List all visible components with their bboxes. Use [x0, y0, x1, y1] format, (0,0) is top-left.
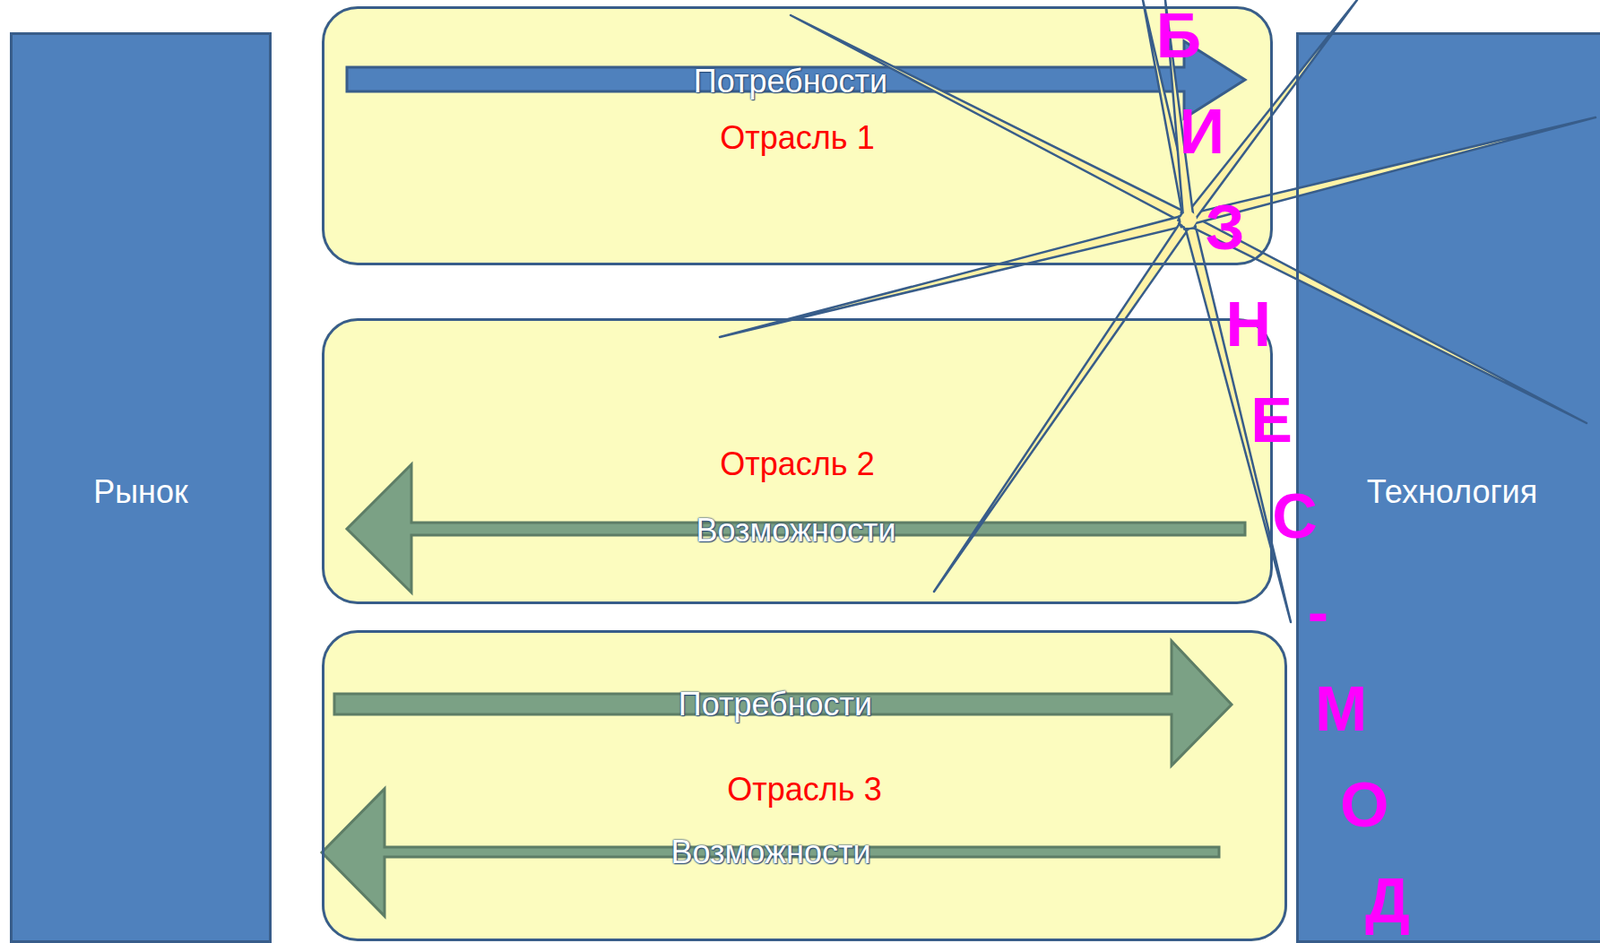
node-fill [321, 6, 1273, 266]
industry-box: Отрасль 3 [321, 630, 1288, 942]
industry-box: Отрасль 1 [321, 6, 1273, 266]
business-model-letter: М [1314, 677, 1367, 741]
star-ray [1181, 209, 1291, 623]
node-label: Отрасль 3 [324, 769, 1285, 809]
business-model-letter: И [1179, 100, 1225, 164]
needs-arrow [346, 41, 1246, 119]
star-center [1180, 211, 1197, 228]
node-fill [321, 630, 1288, 942]
business-model-letter: С [1271, 484, 1318, 548]
star-ray [1165, 0, 1195, 230]
business-model-letter: Д [1365, 869, 1410, 933]
business-model-letter: - [1307, 580, 1329, 644]
business-model-letter: Б [1156, 4, 1202, 68]
technology-band: Технология [1296, 32, 1600, 943]
needs-arrow [334, 640, 1232, 766]
star-ray [1178, 117, 1596, 227]
node-fill [321, 318, 1273, 605]
star-ray [1142, 0, 1196, 230]
arrow-label: Потребности [678, 684, 873, 724]
node-label: Технология [1298, 472, 1600, 511]
arrow-label: Потребности [693, 61, 888, 101]
node-label: Рынок [12, 472, 269, 511]
node-label: Отрасль 2 [324, 444, 1271, 484]
node-label: Отрасль 1 [324, 118, 1271, 157]
node-fill [1296, 32, 1600, 943]
node-fill [9, 32, 272, 943]
business-model-letter: Н [1225, 293, 1272, 356]
capabilities-arrow [346, 464, 1246, 593]
business-model-letter: О [1340, 773, 1389, 837]
star-ray [1177, 210, 1587, 424]
business-model-letter: З [1205, 196, 1246, 260]
industry-box: Отрасль 2 [321, 318, 1273, 605]
market-band: Рынок [9, 32, 272, 943]
arrow-label: Возможности [670, 832, 871, 872]
arrow-label: Возможности [695, 510, 896, 550]
star-ray [934, 208, 1199, 592]
